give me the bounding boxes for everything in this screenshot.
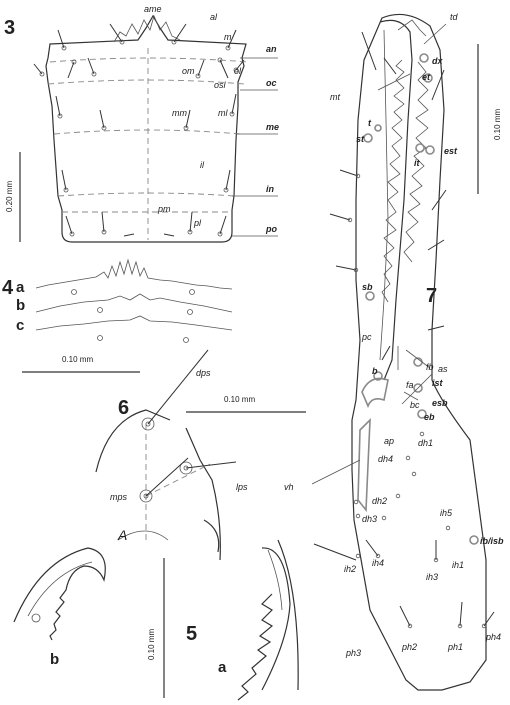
- figure-3-carapace: 3: [4, 4, 279, 243]
- label-dh2: dh2: [372, 496, 387, 506]
- scale-label-fig7: 0.10 mm: [493, 109, 502, 140]
- scale-label-fig3: 0.20 mm: [5, 181, 14, 212]
- label-est: est: [444, 146, 458, 156]
- label-et: et: [422, 72, 431, 82]
- label-ap: ap: [384, 436, 394, 446]
- figure-4-number: 4: [2, 277, 14, 299]
- label-ph4: ph4: [485, 632, 501, 642]
- label-ih4: ih4: [372, 558, 384, 568]
- margin-b: [35, 293, 233, 313]
- label-it: it: [414, 158, 421, 168]
- label-st: st: [356, 134, 365, 144]
- label-dps: dps: [196, 368, 211, 378]
- label-eb: eb: [424, 412, 435, 422]
- figure-6-detail: 6 dps lps mps A 0.10 mm: [95, 349, 306, 561]
- label-fb: fb: [426, 362, 434, 372]
- scale-label-fig6: 0.10 mm: [224, 395, 255, 404]
- fig6-setae: [139, 349, 237, 503]
- label-dh4: dh4: [378, 454, 393, 464]
- label-dx: dx: [432, 56, 443, 66]
- figure-7-number: 7: [426, 285, 437, 307]
- fig4-sub-a: a: [16, 279, 25, 296]
- label-ph3: ph3: [345, 648, 361, 658]
- label-ph1: ph1: [447, 642, 463, 652]
- label-vh: vh: [284, 482, 294, 492]
- label-ib-isb: ib/isb: [480, 536, 504, 546]
- figure-6-number: 6: [118, 397, 129, 419]
- fig6-outline-right: [185, 427, 221, 561]
- label-osl: osl: [214, 80, 227, 90]
- label-esb: esb: [432, 398, 448, 408]
- label-as: as: [438, 364, 448, 374]
- label-lps: lps: [236, 482, 248, 492]
- fig6-outline-left: [95, 409, 171, 473]
- label-sb: sb: [362, 282, 373, 292]
- chela-setae: [313, 31, 495, 627]
- label-me: me: [266, 122, 279, 132]
- scale-label-fig4: 0.10 mm: [62, 355, 93, 364]
- figure-4-margins: 4 a b c 0.10 mm: [2, 258, 233, 373]
- fig5a-outline: [277, 539, 299, 691]
- label-ol: ol: [234, 66, 242, 76]
- finger-teeth: [381, 59, 405, 303]
- figure-5-number: 5: [186, 623, 197, 645]
- label-in: in: [266, 184, 275, 194]
- label-ih2: ih2: [344, 564, 356, 574]
- margin-a: [35, 258, 233, 290]
- label-bc: bc: [410, 400, 420, 410]
- division-in: [57, 192, 235, 197]
- label-po: po: [265, 224, 277, 234]
- division-me: [53, 129, 241, 135]
- label-ame: ame: [144, 4, 162, 14]
- carapace-anterior-margin: [113, 14, 181, 43]
- label-il: il: [200, 160, 205, 170]
- carapace-setae: [33, 23, 245, 237]
- label-td: td: [450, 12, 459, 22]
- grey-bar: [357, 417, 371, 513]
- label-pl: pl: [193, 218, 202, 228]
- grey-hook: [361, 377, 389, 409]
- margin-c: [35, 315, 233, 331]
- label-ml: ml: [218, 108, 228, 118]
- fig5b-outline: [13, 547, 106, 641]
- chela-outline: [351, 13, 487, 691]
- label-ih5: ih5: [440, 508, 453, 518]
- figure-5-finger-tips: 5 b a 0.10 mm: [13, 539, 299, 701]
- figure-3-number: 3: [4, 17, 15, 39]
- label-t: t: [368, 118, 372, 128]
- figure-7-chela: 7: [284, 12, 504, 691]
- label-oc: oc: [266, 78, 277, 88]
- label-pm: pm: [157, 204, 171, 214]
- scale-label-fig5: 0.10 mm: [147, 629, 156, 660]
- label-pc: pc: [361, 332, 372, 342]
- movable-finger: [379, 19, 413, 381]
- label-om: om: [182, 66, 195, 76]
- label-ph2: ph2: [401, 642, 417, 652]
- label-mt: mt: [330, 92, 340, 102]
- fig5-sub-a: a: [218, 659, 227, 676]
- fig4-sub-c: c: [16, 317, 24, 334]
- label-b: b: [372, 366, 378, 376]
- label-ih1: ih1: [452, 560, 464, 570]
- setal-sockets: [347, 173, 487, 629]
- label-al: al: [210, 12, 218, 22]
- label-angle-A: A: [117, 527, 127, 543]
- fig5-sub-b: b: [50, 651, 59, 668]
- region-leaders: [232, 57, 278, 237]
- label-dh3: dh3: [362, 514, 377, 524]
- trichobothria: [363, 53, 479, 545]
- label-dh1: dh1: [418, 438, 433, 448]
- fig4-sub-b: b: [16, 297, 25, 314]
- label-ist: ist: [432, 378, 444, 388]
- label-fa: fa: [406, 380, 414, 390]
- chela-leaders: [311, 23, 447, 485]
- label-mm: mm: [172, 108, 187, 118]
- label-an: an: [266, 44, 277, 54]
- label-mps: mps: [110, 492, 128, 502]
- label-ih3: ih3: [426, 572, 438, 582]
- label-m: m: [224, 32, 232, 42]
- fig6-inner-curve: [203, 519, 220, 553]
- carapace-outline: [45, 14, 247, 243]
